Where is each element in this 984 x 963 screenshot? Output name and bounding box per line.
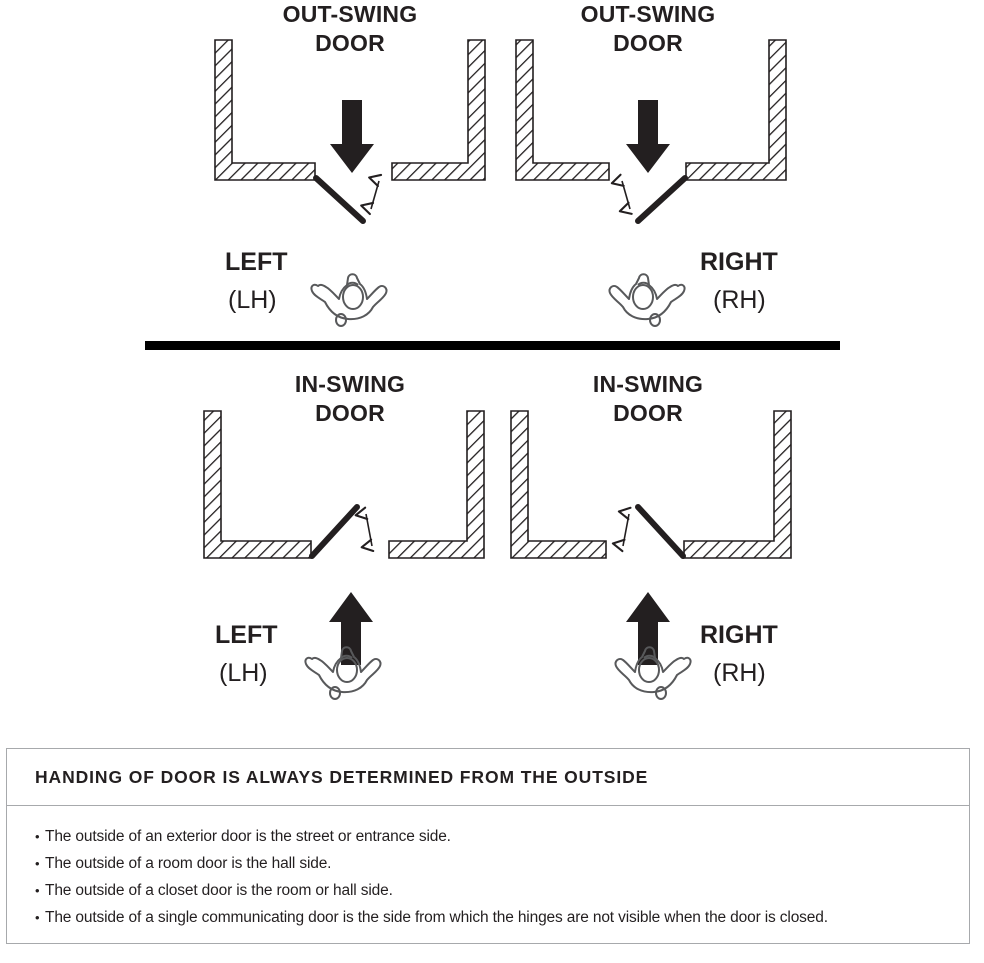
panel-title-line2: DOOR [315, 400, 385, 426]
wall-right [388, 410, 485, 559]
left-hand-icon [310, 273, 388, 327]
handing-note-box: HANDING OF DOOR IS ALWAYS DETERMINED FRO… [6, 748, 970, 944]
hand-label: LEFT [215, 621, 278, 649]
right-hand-icon [608, 273, 686, 327]
note-list-item: • The outside of a closet door is the roo… [35, 877, 969, 904]
panel-title-line2: DOOR [613, 400, 683, 426]
right-hand-icon [614, 646, 692, 700]
hand-abbrev: (RH) [713, 286, 766, 314]
door-leaf [635, 175, 688, 224]
wall-left [510, 410, 607, 559]
wall-right [391, 39, 486, 181]
door-leaf [309, 504, 360, 559]
panel-title-line1: IN-SWING [295, 371, 405, 397]
door-handing-diagram: OUT-SWING DOOR LEFT (LH) [145, 1, 840, 700]
hand-abbrev: (LH) [228, 286, 277, 314]
swing-direction-arrow [330, 100, 374, 173]
swing-arc-arrow [611, 506, 632, 553]
wall-left [214, 39, 316, 181]
panel-title-line2: DOOR [613, 30, 683, 56]
swing-arc-arrow [610, 173, 633, 215]
panel-title-line1: OUT-SWING [581, 1, 716, 27]
wall-left [203, 410, 312, 559]
note-item-text: The outside of an exterior door is the s… [45, 828, 451, 845]
note-list-item: • The outside of a room door is the hall … [35, 850, 969, 877]
note-item-text: The outside of a closet door is the room… [45, 882, 393, 899]
hand-abbrev: (LH) [219, 659, 268, 687]
left-hand-icon [304, 646, 382, 700]
note-header-text: HANDING OF DOOR IS ALWAYS DETERMINED FRO… [35, 766, 649, 787]
panel-title-line1: OUT-SWING [283, 1, 418, 27]
hand-label: RIGHT [700, 248, 778, 276]
section-divider [145, 341, 840, 350]
swing-direction-arrow [626, 592, 670, 665]
hand-label: LEFT [225, 248, 288, 276]
panel-title-line2: DOOR [315, 30, 385, 56]
note-item-text: The outside of a single communicating do… [45, 909, 828, 926]
bullet-glyph: • [35, 856, 40, 871]
bullet-glyph: • [35, 829, 40, 844]
note-list-item: • The outside of an exterior door is the … [35, 823, 969, 850]
panel-in-swing-right: IN-SWING DOOR RIGHT (RH) [510, 371, 792, 700]
bullet-glyph: • [35, 883, 40, 898]
note-item-text: The outside of a room door is the hall s… [45, 855, 332, 872]
panel-in-swing-left: IN-SWING DOOR LEFT (LH) [203, 371, 485, 700]
note-body: • The outside of an exterior door is the … [7, 806, 969, 931]
wall-left [515, 39, 610, 181]
wall-right [685, 39, 787, 181]
panel-title-line1: IN-SWING [593, 371, 703, 397]
panel-out-swing-left: OUT-SWING DOOR LEFT (LH) [214, 1, 486, 327]
note-header: HANDING OF DOOR IS ALWAYS DETERMINED FRO… [7, 749, 969, 806]
wall-right [683, 410, 792, 559]
bullet-glyph: • [35, 910, 40, 925]
note-list-item: • The outside of a single communicating d… [35, 904, 969, 931]
door-leaf [313, 175, 366, 224]
swing-arc-arrow [354, 506, 375, 553]
swing-arc-arrow [360, 173, 383, 216]
door-leaf [635, 504, 686, 559]
hand-abbrev: (RH) [713, 659, 766, 687]
swing-direction-arrow [626, 100, 670, 173]
swing-direction-arrow [329, 592, 373, 665]
hand-label: RIGHT [700, 621, 778, 649]
panel-out-swing-right: OUT-SWING DOOR RIGHT (RH) [515, 1, 787, 327]
